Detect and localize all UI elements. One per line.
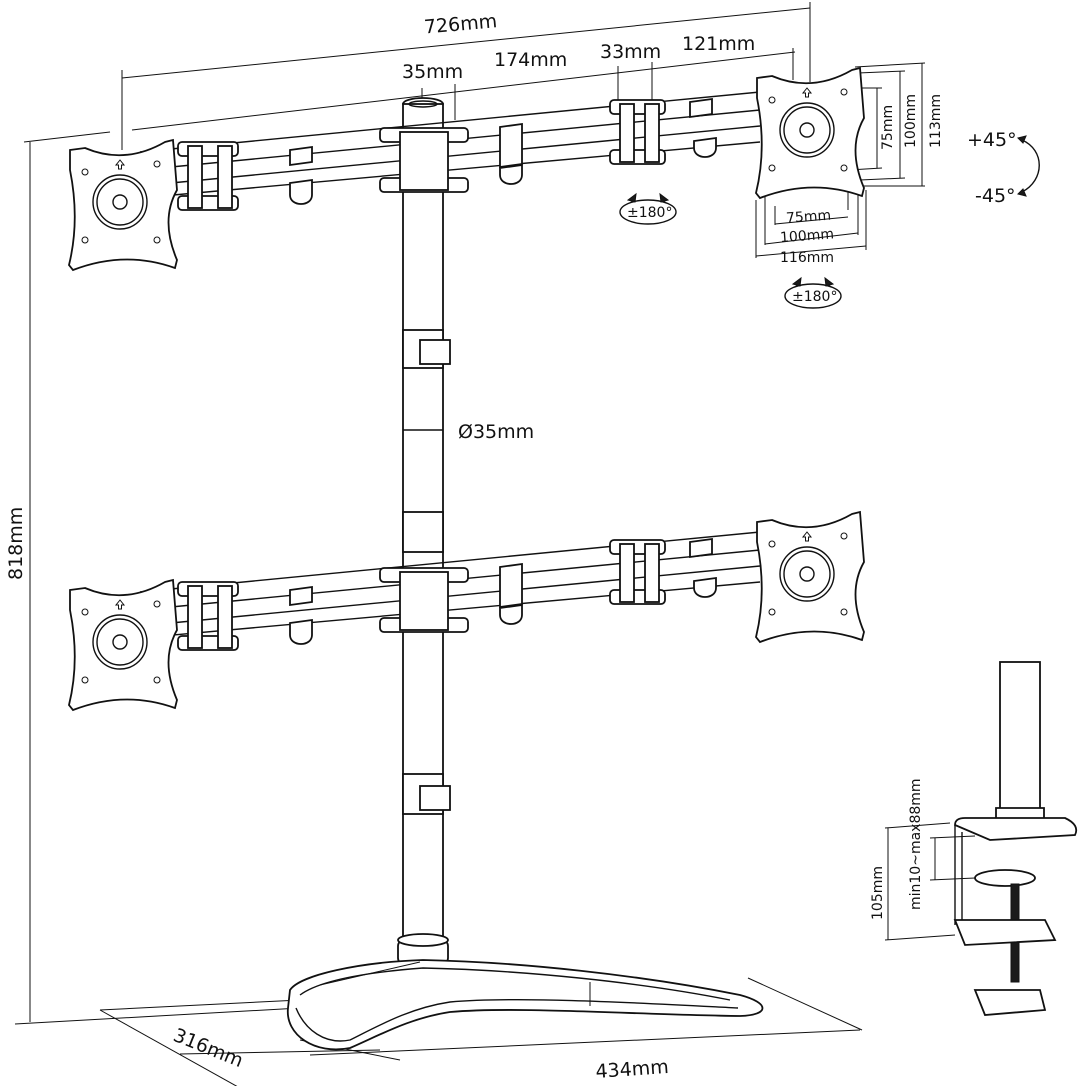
label-desk-thickness: min10~max88mm — [908, 778, 924, 910]
label-pole-diameter: Ø35mm — [458, 421, 534, 443]
label-tilt-down: -45° — [975, 185, 1016, 207]
vesa-labels: 75mm 100mm 113mm 75mm 100mm 116mm — [780, 94, 944, 266]
vesa-plate-top-right — [755, 66, 865, 200]
label-overall-height: 818mm — [5, 507, 27, 580]
arm-assembly-bottom — [139, 531, 761, 651]
label-vesa-horizontal-large: 100mm — [780, 226, 835, 246]
dimension-lines — [14, 2, 863, 1086]
label-overall-width: 726mm — [423, 10, 498, 38]
clamp-labels: 105mm min10~max88mm — [870, 778, 924, 920]
label-base-depth: 316mm — [170, 1024, 246, 1072]
label-vesa-vertical-large: 100mm — [903, 94, 919, 148]
rotation-arrow-icon — [619, 192, 677, 225]
rotation-labels: +45° -45° ±180° ±180° — [627, 129, 1017, 305]
vesa-plate-top-left — [68, 138, 178, 272]
label-pole-offset: 35mm — [402, 61, 463, 83]
label-base-width: 434mm — [595, 1056, 670, 1083]
up-arrow-icon — [114, 599, 126, 610]
label-tilt-up: +45° — [967, 129, 1017, 151]
up-arrow-icon — [801, 531, 813, 542]
arm-assembly-top — [139, 91, 761, 211]
vesa-dimension-lines — [755, 62, 926, 258]
pole — [397, 97, 451, 965]
label-arm-segment-1: 174mm — [494, 49, 567, 71]
up-arrow-icon — [801, 87, 813, 98]
clamp-dimension-lines — [884, 822, 976, 941]
vesa-plate-bottom-right — [755, 510, 865, 644]
vesa-plate-bottom-left — [68, 578, 178, 712]
rotation-arrow-icon — [784, 276, 842, 309]
label-vesa-vertical-small: 75mm — [880, 105, 896, 150]
label-swivel-plate: ±180° — [792, 289, 837, 305]
label-vesa-plate-width: 116mm — [780, 250, 834, 266]
label-clamp-height: 105mm — [870, 866, 886, 920]
label-vesa-horizontal-small: 75mm — [786, 208, 832, 227]
desk-clamp — [953, 661, 1078, 1016]
tilt-arrow-icon — [1017, 135, 1040, 197]
label-joint-width: 33mm — [600, 41, 661, 63]
label-vesa-plate-height: 113mm — [928, 94, 944, 148]
label-arm-segment-2: 121mm — [682, 33, 755, 55]
up-arrow-icon — [114, 159, 126, 170]
base — [287, 959, 764, 1051]
label-swivel-arm: ±180° — [627, 205, 672, 221]
